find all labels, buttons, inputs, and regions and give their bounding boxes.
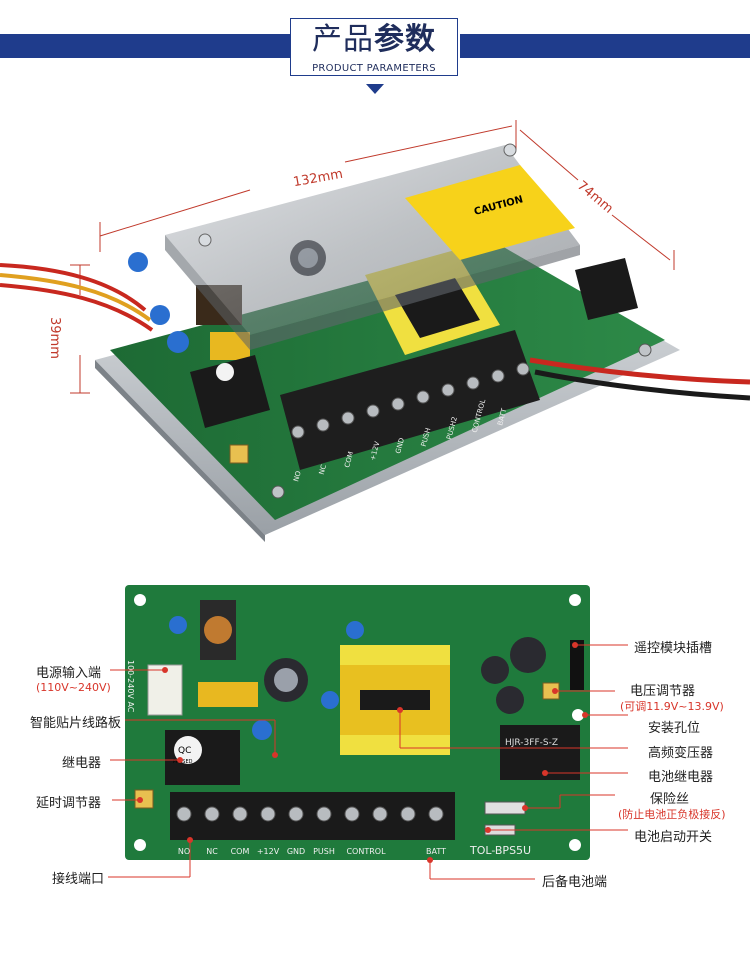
- svg-text:PASSED: PASSED: [173, 759, 193, 765]
- title-part2: 参数: [374, 22, 436, 57]
- label-relay: 继电器: [62, 756, 102, 771]
- label-backup-battery: 后备电池端: [542, 875, 608, 890]
- terminal-label-top: CONTROL: [346, 847, 386, 856]
- label-mount-hole: 安装孔位: [648, 721, 701, 736]
- terminal-label-3d: COM: [343, 451, 355, 469]
- terminal-label-top: NO: [178, 847, 190, 856]
- callout-lines: [108, 644, 628, 880]
- header-bar-right: [460, 34, 750, 58]
- label-power-input: 电源输入端: [36, 666, 102, 681]
- delay-pot: [134, 789, 154, 809]
- svg-text:QC: QC: [178, 746, 191, 756]
- label-remote-slot: 遥控模块插槽: [634, 641, 713, 656]
- terminal-label-3d: NO: [292, 470, 303, 483]
- remote-slot: [570, 640, 584, 690]
- header-bar-left: [0, 34, 290, 58]
- title-part1: 产品: [312, 22, 374, 57]
- product-photo-top: HJR-3FF-S-Z QC PASSED TOL-BPS5U: [108, 585, 628, 880]
- terminal-label-3d: GND: [394, 437, 406, 455]
- label-voltage-range: (可调11.9V~13.9V): [620, 700, 724, 713]
- qc-sticker: [174, 736, 202, 764]
- battery-relay: [500, 725, 580, 780]
- label-terminal-port: 接线端口: [52, 872, 105, 887]
- label-voltage-adjuster: 电压调节器: [630, 684, 696, 699]
- terminal-block-3d: [280, 330, 540, 470]
- label-battery-switch: 电池启动开关: [634, 830, 713, 845]
- relay: [190, 355, 270, 428]
- terminal-label-top: NC: [206, 847, 218, 856]
- dimension-lines: [70, 120, 675, 394]
- terminal-label-top: PUSH: [313, 847, 335, 856]
- header-box: [290, 18, 458, 76]
- svg-text:TOL-BPS5U: TOL-BPS5U: [469, 844, 531, 857]
- battery-wires: [529, 357, 750, 401]
- label-fuse: 保险丝: [650, 792, 690, 807]
- input-connector: [147, 664, 183, 716]
- dimension-height: 39mm: [47, 317, 62, 359]
- terminal-label-3d: NC: [318, 464, 328, 476]
- mount-hole: [572, 709, 584, 721]
- ac-range-text: 100-240V AC: [126, 660, 135, 713]
- page-subtitle: PRODUCT PARAMETERS: [312, 63, 436, 74]
- terminal-label-top: +12V: [257, 847, 280, 856]
- caution-label: [405, 165, 575, 260]
- label-transformer: 高频变压器: [648, 746, 714, 761]
- label-delay-adjuster: 延时调节器: [36, 796, 102, 811]
- label-battery-relay: 电池继电器: [648, 770, 714, 785]
- terminal-label-top: BATT: [426, 847, 446, 856]
- terminal-label-top: GND: [287, 847, 305, 856]
- label-smt-circuit: 智能贴片线路板: [30, 716, 122, 731]
- label-fuse-note: (防止电池正负极接反): [618, 808, 726, 821]
- label-power-input-range: (110V~240V): [36, 681, 111, 694]
- terminal-label-top: COM: [231, 847, 250, 856]
- svg-text:HJR-3FF-S-Z: HJR-3FF-S-Z: [505, 738, 558, 748]
- chevron-down-icon: [366, 84, 384, 94]
- fuse: [484, 801, 526, 815]
- input-wires: [0, 263, 154, 332]
- page-title: 产品参数: [290, 22, 458, 58]
